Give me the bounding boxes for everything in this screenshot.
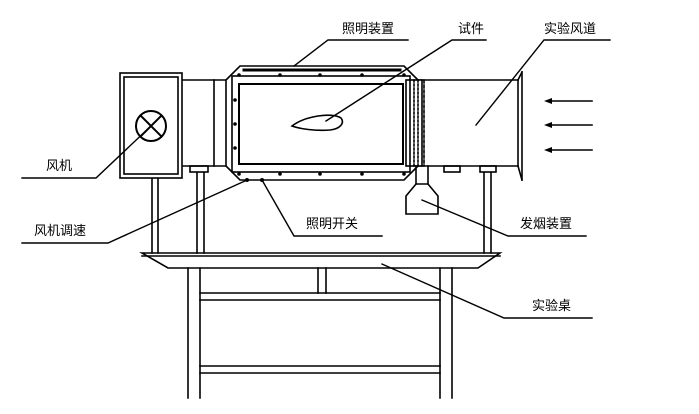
labels: 照明装置 试件 实验风道 风机 风机调速 照明开关 发烟装置 实验桌 <box>34 21 596 314</box>
label-wind-tunnel: 实验风道 <box>544 21 596 37</box>
label-smoke-generator: 发烟装置 <box>520 216 572 232</box>
test-section <box>225 65 419 182</box>
test-bench <box>139 252 503 399</box>
label-fan-speed-control: 风机调速 <box>34 224 86 239</box>
window-bolts <box>233 73 406 182</box>
smoke-generator <box>405 165 439 215</box>
leader-lines <box>21 39 611 319</box>
fan-icon <box>135 110 167 142</box>
leader-lighting-device <box>293 39 409 67</box>
label-lighting-switch: 照明开关 <box>306 217 358 232</box>
leader-specimen <box>325 39 487 122</box>
airflow-arrows <box>544 98 593 153</box>
leader-wind-tunnel <box>475 39 611 126</box>
specimen-airfoil <box>290 114 344 132</box>
label-test-bench: 实验桌 <box>532 298 571 314</box>
leader-fan-speed-control <box>21 179 248 244</box>
leader-test-bench <box>381 263 593 319</box>
label-fan: 风机 <box>46 159 72 174</box>
tunnel-supports <box>151 165 497 254</box>
flow-straightener <box>405 79 425 167</box>
label-specimen: 试件 <box>458 22 484 37</box>
leader-fan <box>21 125 152 179</box>
leader-smoke-generator <box>421 199 587 237</box>
leader-lighting-switch <box>261 179 383 237</box>
label-lighting-device: 照明装置 <box>342 22 394 37</box>
